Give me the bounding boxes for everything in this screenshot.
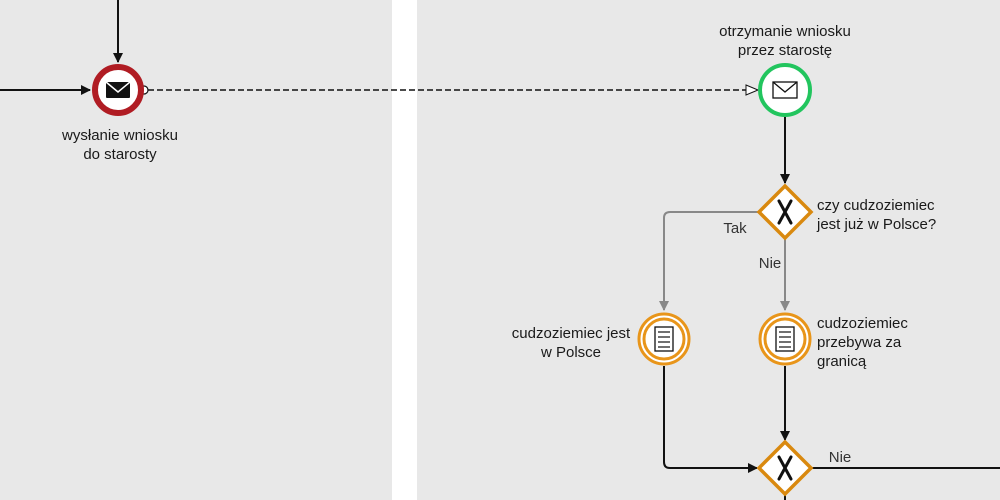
abroad-event[interactable] xyxy=(758,312,812,366)
lane-right xyxy=(417,0,1000,500)
document-icon xyxy=(775,326,795,352)
flow-yes[interactable] xyxy=(659,211,759,311)
merge-gateway[interactable] xyxy=(756,439,814,497)
merge-no-flow-label: Nie xyxy=(828,449,852,466)
yes-flow-label: Tak xyxy=(723,220,747,237)
send-request-label: wysłanie wniosku do starosty xyxy=(62,127,178,163)
gateway-question-label: czy cudzoziemiec jest już w Polsce? xyxy=(817,197,937,233)
envelope-outline-icon xyxy=(772,81,798,99)
lane-left xyxy=(0,0,392,500)
document-icon xyxy=(654,326,674,352)
send-request-event[interactable] xyxy=(92,64,144,116)
x-marker-icon xyxy=(777,455,793,481)
in-poland-label: cudzoziemiec jest w Polsce xyxy=(511,325,631,361)
envelope-icon xyxy=(105,81,131,98)
decision-gateway[interactable] xyxy=(756,183,814,241)
receive-request-label: otrzymanie wniosku przez starostę xyxy=(719,23,851,59)
no-flow-label: Nie xyxy=(758,255,782,272)
in-poland-event[interactable] xyxy=(637,312,691,366)
receive-request-event[interactable] xyxy=(758,63,812,117)
x-marker-icon xyxy=(777,199,793,225)
flow-inpoland-to-merge[interactable] xyxy=(663,366,758,473)
abroad-label: cudzoziemiec przebywa za granicą xyxy=(817,315,908,370)
